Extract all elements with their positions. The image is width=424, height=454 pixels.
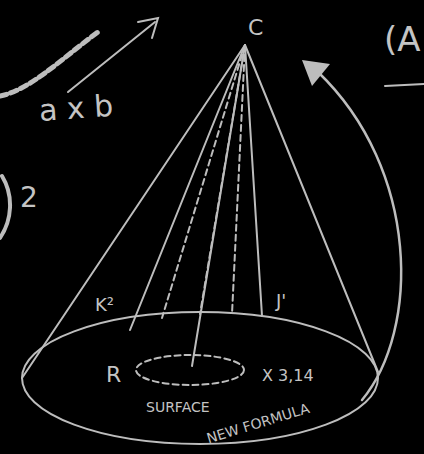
vertex-label: C xyxy=(248,17,263,39)
underline xyxy=(385,84,424,86)
arrow-head xyxy=(302,60,330,86)
exponent-label: 2 xyxy=(20,184,38,212)
cone-side xyxy=(245,45,378,372)
radius-label: R xyxy=(106,364,121,386)
cone-line xyxy=(162,45,245,318)
bracket xyxy=(0,176,10,238)
formula-label: (A xyxy=(384,22,421,56)
formula-note: NEW FORMULA xyxy=(205,401,311,446)
point-label: J' xyxy=(276,292,286,310)
cone-side xyxy=(22,45,245,378)
dashed-stroke xyxy=(0,32,98,96)
formula-label: a x b xyxy=(38,91,114,126)
cone-base xyxy=(22,312,378,444)
cone-line xyxy=(245,45,262,316)
surface-label: SURFACE xyxy=(146,400,210,414)
cone-line xyxy=(130,45,245,330)
point-label: K² xyxy=(95,296,114,314)
inner-ellipse xyxy=(136,355,244,385)
curved-arrow xyxy=(318,72,401,400)
pi-label: X 3,14 xyxy=(262,368,314,384)
arrow-head xyxy=(138,18,158,38)
vector-arrow xyxy=(68,22,155,92)
cone-axis xyxy=(192,45,245,366)
